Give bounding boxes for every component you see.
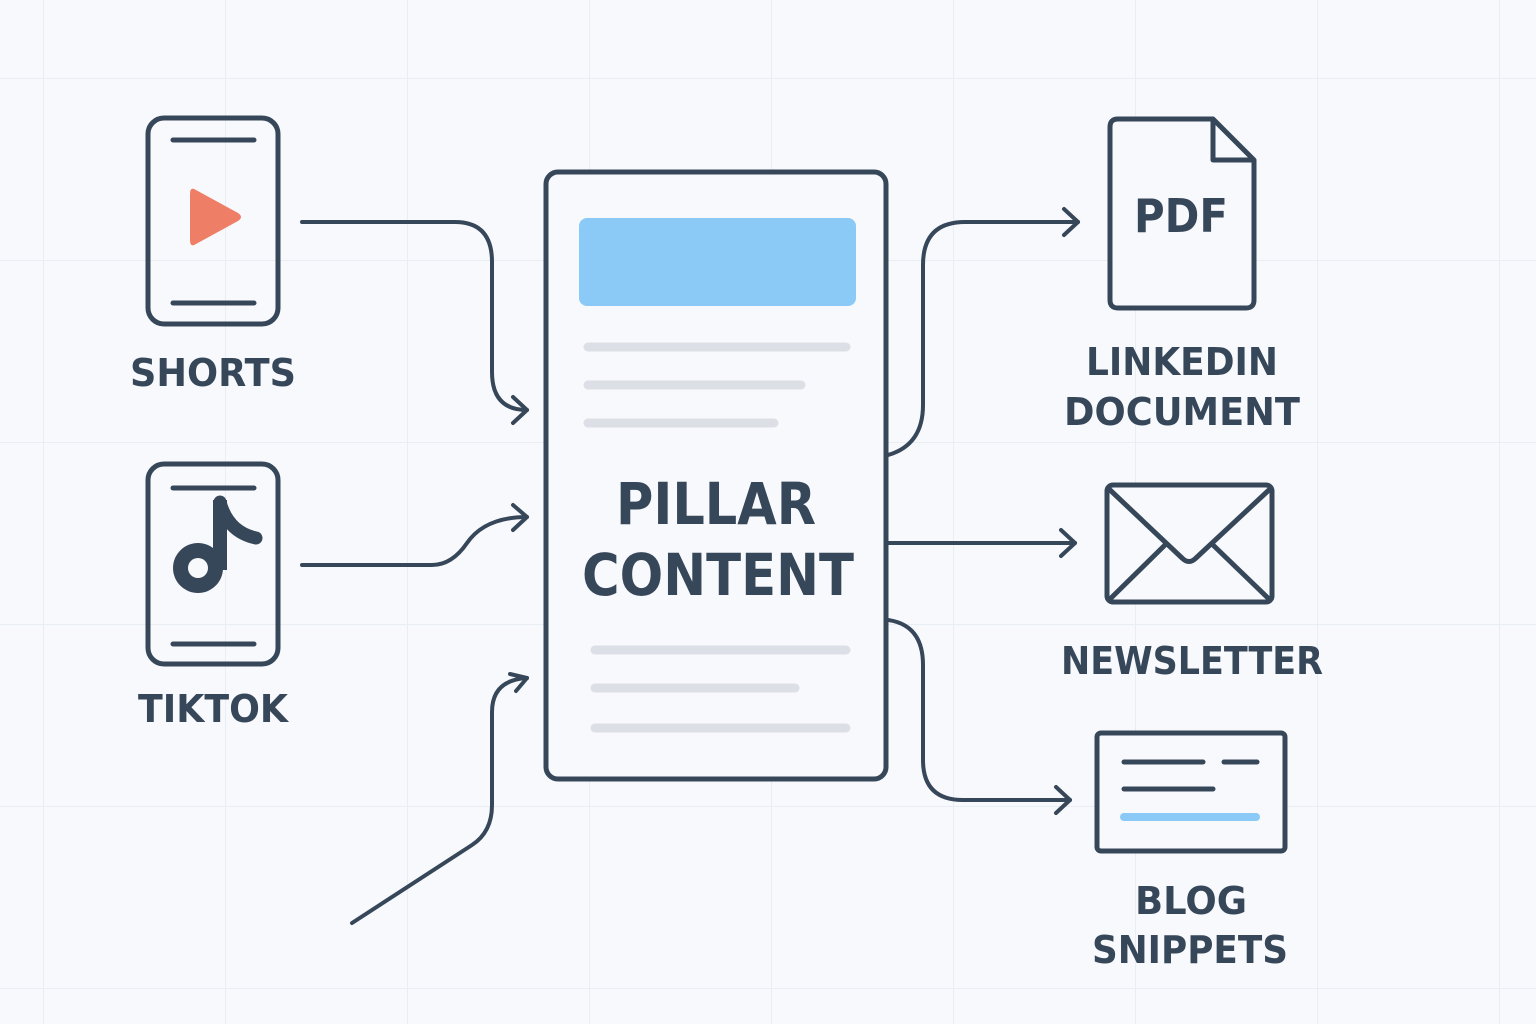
arrowhead-linkedin: [1062, 207, 1080, 237]
phone-tiktok-icon: [145, 461, 281, 667]
connector-shorts: [300, 220, 529, 412]
pdf-icon-text: PDF: [1134, 189, 1228, 243]
blog-card-icon: [1094, 730, 1288, 854]
newsletter-node: NEWSLETTER: [1061, 482, 1323, 683]
linkedin-document-node: PDF LINKEDIN DOCUMENT: [1064, 116, 1300, 434]
arrowhead-shorts: [511, 395, 529, 425]
connector-blog: [886, 618, 1072, 802]
output-connectors: [886, 207, 1080, 815]
linkedin-label-line2: DOCUMENT: [1064, 390, 1300, 434]
arrowhead-blog: [1054, 785, 1072, 815]
newsletter-label: NEWSLETTER: [1061, 639, 1323, 683]
arrowhead-tiktok: [511, 503, 529, 532]
pillar-title-line1: PILLAR: [616, 470, 816, 538]
play-icon: [190, 188, 241, 246]
connector-tiktok: [300, 515, 529, 567]
header-banner: [579, 218, 856, 306]
envelope-icon: [1104, 482, 1275, 605]
text-placeholder-lines: [583, 342, 851, 733]
tiktok-node: TIKTOK: [138, 461, 289, 731]
arrowhead-newsletter: [1059, 528, 1077, 558]
blog-label-line2: SNIPPETS: [1092, 928, 1288, 972]
connector-extra: [350, 676, 529, 925]
blog-snippets-node: BLOG SNIPPETS: [1092, 730, 1288, 972]
shorts-node: SHORTS: [130, 115, 296, 395]
blog-label-line1: BLOG: [1135, 879, 1247, 923]
phone-play-icon: [145, 115, 281, 327]
pillar-title-line2: CONTENT: [582, 541, 854, 609]
pdf-document-icon: PDF: [1107, 116, 1257, 311]
connector-linkedin: [886, 220, 1080, 457]
tiktok-label: TIKTOK: [138, 687, 289, 731]
shorts-label: SHORTS: [130, 351, 296, 395]
arrowhead-extra: [508, 672, 529, 693]
linkedin-label-line1: LINKEDIN: [1086, 340, 1278, 384]
tiktok-logo-icon: [173, 495, 263, 593]
input-connectors: [300, 220, 529, 925]
pillar-content-card: PILLAR CONTENT: [543, 169, 889, 782]
